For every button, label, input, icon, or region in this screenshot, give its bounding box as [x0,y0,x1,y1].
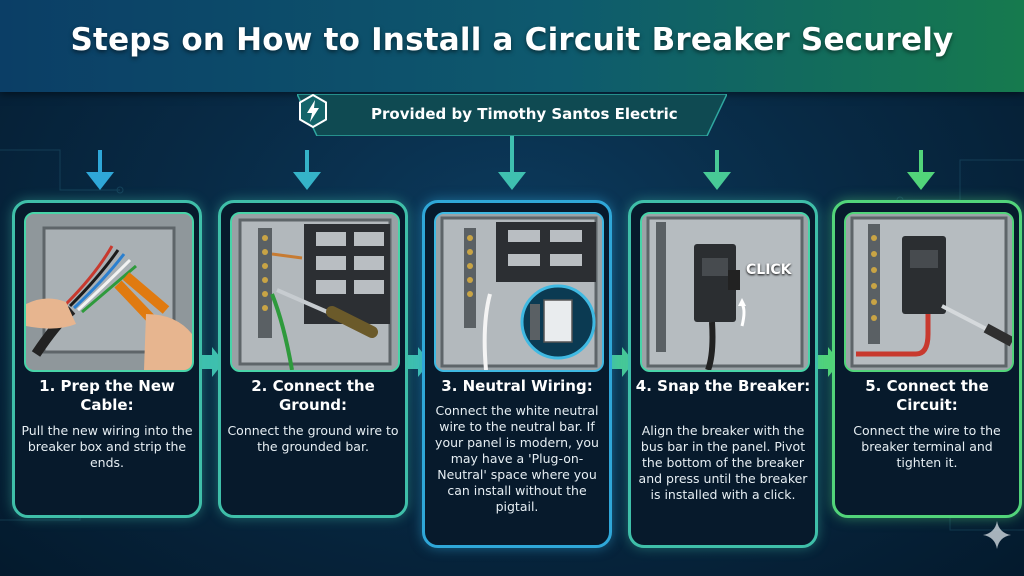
lightning-gear-icon [299,94,327,128]
step-title: 3. Neutral Wiring: [441,377,593,395]
down-arrow-3 [498,172,526,190]
down-arrow-5 [907,172,935,190]
step-4-illustration: CLICK [640,212,810,372]
step-card-2: 2. Connect the Ground: Connect the groun… [218,200,408,518]
down-arrow-1 [86,172,114,190]
provider-text: Provided by Timothy Santos Electric [371,105,678,123]
step-card-4: CLICK 4. Snap the Breaker: Align the bre… [628,200,818,548]
page-title: Steps on How to Install a Circuit Breake… [70,22,954,58]
step-2-illustration [230,212,400,372]
step-card-5: 5. Connect the Circuit: Connect the wire… [832,200,1022,518]
step-description: Connect the wire to the breaker terminal… [853,423,1001,470]
step-title: 2. Connect the Ground: [251,377,375,414]
step-description: Pull the new wiring into the breaker box… [21,423,193,470]
step-title: 5. Connect the Circuit: [865,377,989,414]
right-arrow-1 [197,347,224,377]
step-1-illustration [24,212,194,372]
step-description: Align the breaker with the bus bar in th… [638,423,808,502]
step-3-illustration [434,212,604,372]
down-arrow-4 [703,172,731,190]
step-title: 1. Prep the New Cable: [39,377,175,414]
provider-banner: Provided by Timothy Santos Electric [297,94,727,136]
header-band: Steps on How to Install a Circuit Breake… [0,0,1024,92]
sparkle-icon [983,521,1011,549]
right-arrow-3 [607,347,634,377]
step-title: 4. Snap the Breaker: [635,377,811,395]
down-arrow-2 [293,172,321,190]
step-description: Connect the ground wire to the grounded … [227,423,399,454]
step-description: Connect the white neutral wire to the ne… [435,403,599,514]
step-card-1: 1. Prep the New Cable: Pull the new wiri… [12,200,202,518]
step-card-3: 3. Neutral Wiring: Connect the white neu… [422,200,612,548]
click-callout: CLICK [746,262,792,278]
step-5-illustration [844,212,1014,372]
